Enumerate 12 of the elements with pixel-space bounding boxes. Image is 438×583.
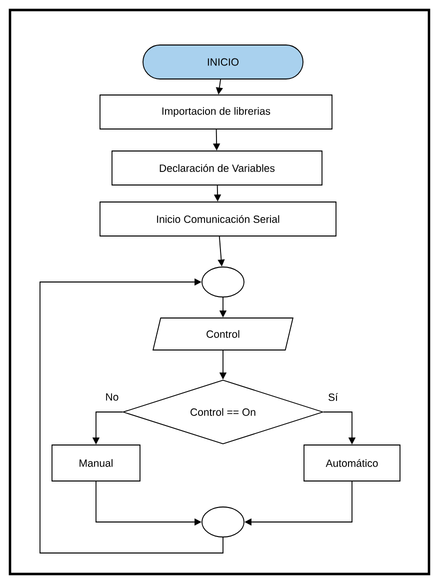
- edge-label: Sí: [328, 393, 338, 401]
- process-box: Automático: [304, 444, 400, 482]
- arrow: [40, 278, 224, 554]
- process-box: Declaración de Variables: [112, 150, 322, 186]
- start-terminal: INICIO: [142, 44, 304, 80]
- input-parallelogram: Control: [152, 318, 294, 350]
- process-box: Importacion de librerias: [100, 94, 332, 130]
- connector-circle: [202, 506, 244, 538]
- process-box: Inicio Comunicación Serial: [100, 202, 336, 236]
- process-box: Manual: [52, 444, 140, 482]
- edge-label: No: [106, 393, 118, 401]
- connector-circle: [202, 266, 244, 298]
